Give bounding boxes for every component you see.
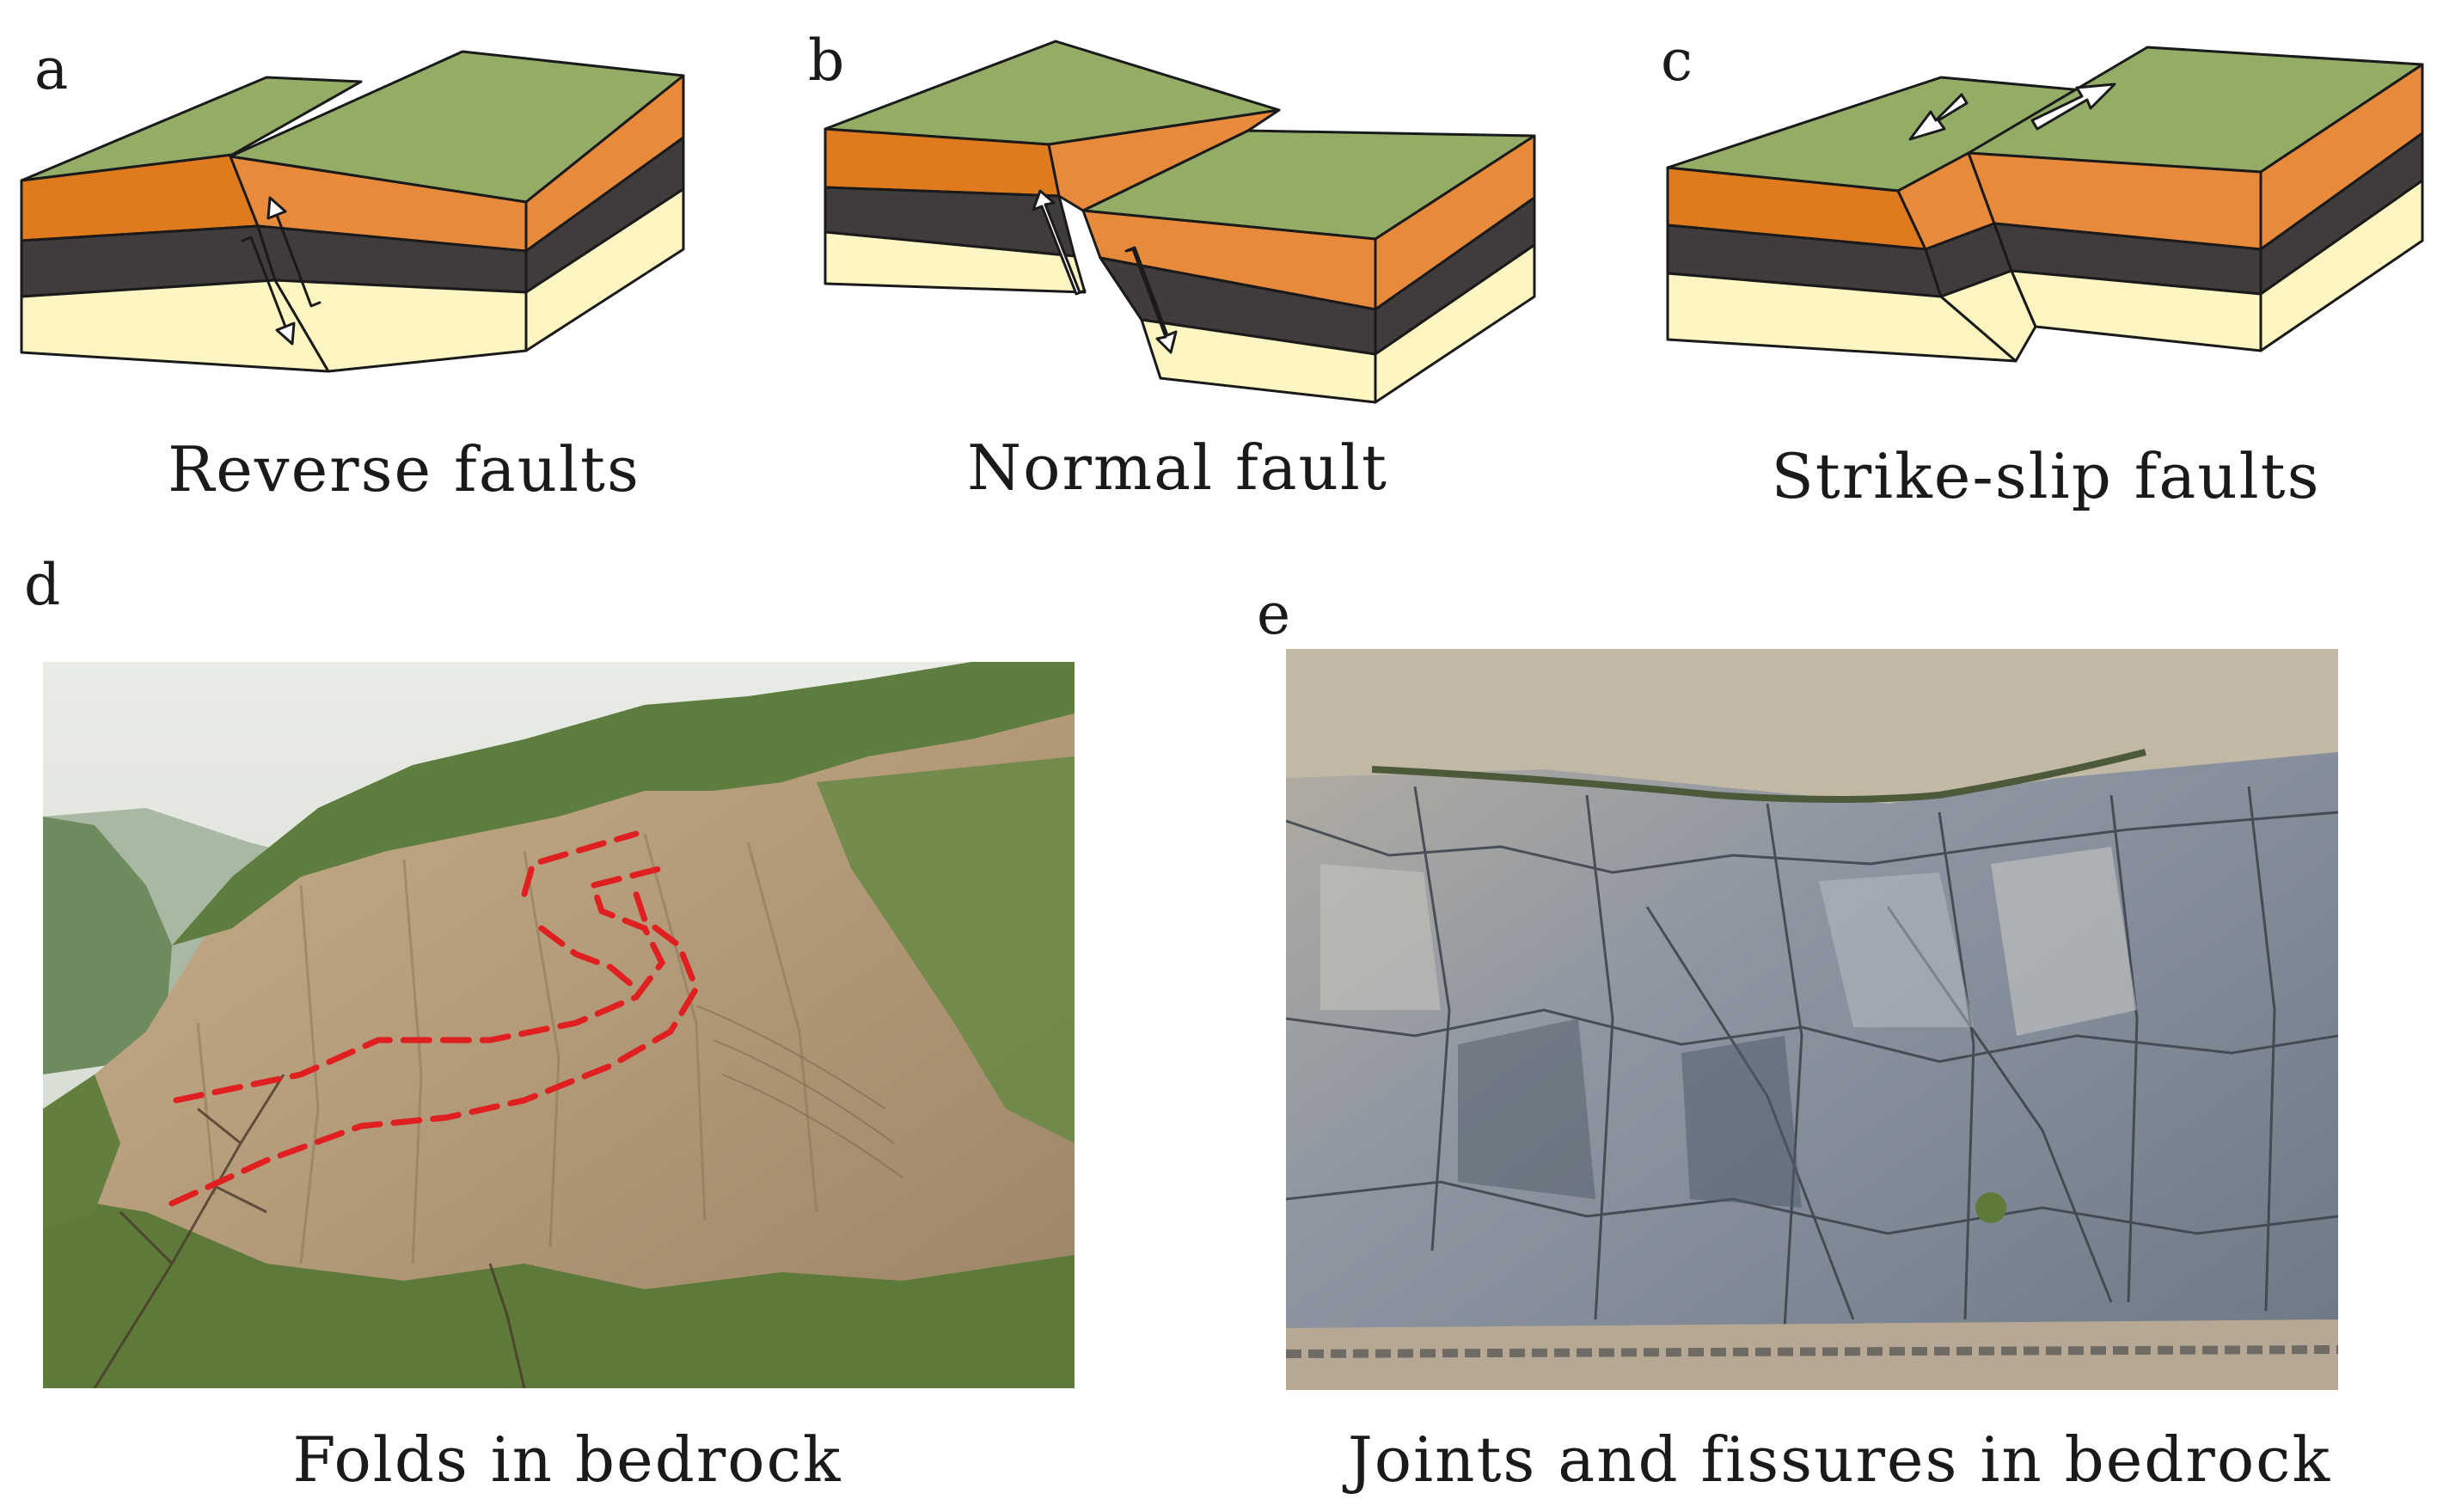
fold-trace-top <box>521 830 640 897</box>
left-hill <box>43 817 172 1074</box>
panel-letter-b: b <box>808 28 845 94</box>
vegetation-seam <box>1371 749 2146 803</box>
nf-right-sand-side <box>1374 243 1536 404</box>
light-block-1 <box>1320 864 1441 1010</box>
folds-photo-art <box>43 662 1075 1388</box>
panel-letter-d: d <box>24 552 61 618</box>
arrow-down-icon <box>1124 246 1178 354</box>
folds-photo <box>43 662 1075 1388</box>
light-block-3 <box>1819 872 1974 1027</box>
arrow-up-icon <box>1032 189 1087 296</box>
bottom-vegetation <box>43 1195 1075 1388</box>
arrow-down-icon <box>241 236 296 346</box>
arrow-up-icon <box>266 196 321 308</box>
caption-strike-slip-faults: Strike-slip faults <box>1771 440 2321 512</box>
dark-block-2 <box>1681 1036 1802 1208</box>
hangingwall-sand-side <box>524 187 685 352</box>
reverse-fault-block <box>20 50 685 373</box>
plant-patch <box>1975 1192 2006 1223</box>
joints-photo-art <box>1286 649 2338 1390</box>
fold-trace-lines <box>168 830 700 1207</box>
panel-letter-a: a <box>34 36 69 102</box>
slip-right-arrow-icon <box>2030 83 2116 131</box>
strike-slip-fault-block <box>1666 46 2424 363</box>
normal-fault-block <box>824 40 1536 404</box>
stone-border <box>1286 1345 2338 1358</box>
caption-normal-fault: Normal fault <box>967 432 1388 504</box>
right-vegetation <box>817 756 1075 1143</box>
fold-trace-lower <box>168 891 700 1207</box>
caption-folds-in-bedrock: Folds in bedrock <box>292 1423 842 1496</box>
caption-joints-and-fissures: Joints and fissures in bedrock <box>1347 1423 2332 1496</box>
light-block-2 <box>1991 847 2137 1036</box>
fold-trace-upper <box>173 865 666 1104</box>
slip-left-arrow-icon <box>1908 93 1969 141</box>
ss-right-sand-side <box>2259 179 2424 352</box>
lower-left-vegetation <box>43 1074 120 1229</box>
fold-trace-inner <box>538 925 640 992</box>
nf-left-sand <box>824 230 1087 294</box>
upper-weathered-rock <box>1286 649 2338 804</box>
dark-block-1 <box>1458 1019 1595 1199</box>
joints-photo <box>1286 649 2338 1390</box>
panel-letter-c: c <box>1661 28 1693 94</box>
panel-letter-e: e <box>1257 581 1291 647</box>
caption-reverse-faults: Reverse faults <box>168 433 640 505</box>
cliff-top-vegetation <box>172 662 1075 946</box>
